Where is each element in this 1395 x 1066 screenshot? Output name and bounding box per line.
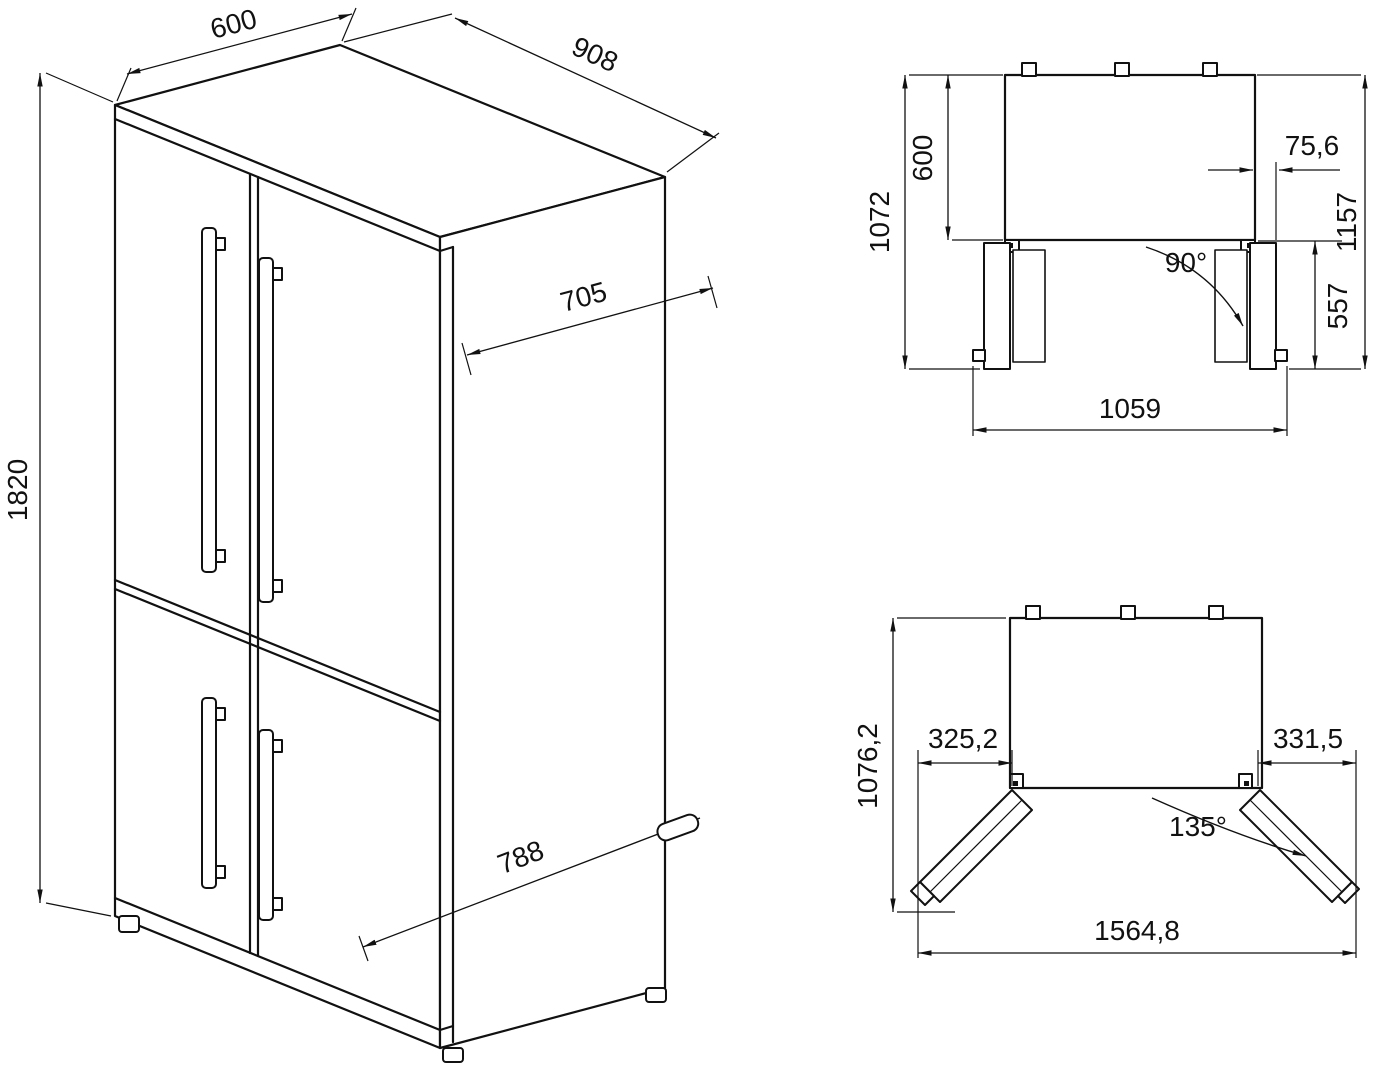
handle-bar [258, 729, 274, 921]
dim-top-depth-label: 600 [207, 3, 260, 45]
door-angle-135-label: 135° [1169, 811, 1227, 842]
extension-line [341, 7, 357, 42]
door-foot [910, 881, 935, 906]
dim-600-label: 600 [907, 135, 938, 182]
extension-line [666, 132, 720, 173]
wall-spacer [1208, 605, 1224, 620]
dim-331-5-label: 331,5 [1273, 723, 1343, 754]
door-swing-arc-135 [1151, 797, 1307, 857]
dim-height-label: 1820 [2, 459, 33, 521]
dimension-line [454, 17, 717, 139]
top-view-135: 135° 1076,2 325,2 331,5 1564,8 [852, 605, 1360, 958]
dim-door-protrusion: 75,6 [1208, 130, 1340, 240]
door-foot [1337, 881, 1360, 904]
door-slab [1249, 242, 1277, 370]
dim-557-label: 557 [1322, 283, 1353, 330]
dim-width-total: 1564,8 [918, 915, 1356, 956]
foot-back-right [645, 987, 667, 1003]
cabinet-outline [1008, 616, 1264, 790]
dim-width-doors-open: 1059 [972, 366, 1288, 436]
dim-door-swing-depth: 557 [1258, 240, 1353, 369]
door-left-open-90 [972, 242, 1046, 370]
wall-spacer [1025, 605, 1041, 620]
foot-front-right [442, 1047, 464, 1063]
door-inner-panel [1214, 249, 1248, 363]
handle-top-right [258, 257, 283, 603]
roller-body [656, 813, 700, 842]
top-view-90: 90° 1072 600 75,6 1157 [864, 62, 1368, 436]
freezer-split-2 [113, 587, 442, 723]
handle-bar [201, 227, 217, 573]
door-right-open-135 [1239, 789, 1360, 904]
door-edge-top [438, 245, 455, 253]
extension-line [358, 935, 369, 962]
handle-bar [201, 697, 217, 889]
handle-bottom-left [201, 697, 226, 889]
dim-depth-total-left: 1072 [864, 74, 1003, 370]
door-panel-line [929, 799, 1023, 893]
fridge-side-face [438, 175, 667, 1050]
extension-line [45, 902, 112, 917]
rear-roller [656, 813, 700, 842]
dimension-line [362, 817, 701, 948]
cabinet-outline [1003, 73, 1257, 242]
door-slab [983, 242, 1011, 370]
door-top-rim [113, 117, 442, 253]
door-swing-arc-90 [1145, 246, 1244, 327]
door-bottom-kick [113, 896, 442, 1032]
dim-height: 1820 [2, 72, 114, 917]
extension-line [343, 13, 453, 43]
extension-line [461, 342, 472, 376]
dim-bottom-width: 788 [358, 817, 701, 962]
dim-top-width-label: 908 [567, 31, 622, 79]
freezer-split-1 [113, 578, 442, 714]
hinge-pin-right [1244, 781, 1249, 786]
door-foot [972, 349, 986, 362]
door-inner-panel [1012, 249, 1046, 363]
dim-325-2-label: 325,2 [928, 723, 998, 754]
door-angle-90-label: 90° [1165, 247, 1207, 278]
handle-top-left [201, 227, 226, 573]
dim-75-6-label: 75,6 [1285, 130, 1340, 161]
door-left-open-135 [910, 789, 1033, 906]
foot-front-left [118, 915, 140, 933]
dim-depth-total: 1076,2 [852, 617, 1006, 913]
dim-1059-label: 1059 [1099, 393, 1161, 424]
wall-spacer [1114, 62, 1130, 77]
dim-right-clearance: 331,5 [1257, 723, 1357, 958]
extension-line [707, 275, 718, 309]
door-edge-bottom [438, 1024, 455, 1032]
dim-1072-label: 1072 [864, 191, 895, 253]
dimension-line [466, 287, 714, 356]
handle-bar [258, 257, 274, 603]
door-foot [1274, 349, 1288, 362]
wall-spacer [1120, 605, 1136, 620]
dim-1157-label: 1157 [1331, 192, 1362, 252]
dim-cabinet-depth: 600 [907, 75, 1003, 241]
dim-1076-2-label: 1076,2 [852, 723, 883, 809]
dim-1564-8-label: 1564,8 [1094, 915, 1180, 946]
hinge-pin-left [1013, 781, 1018, 786]
dimension-line [126, 13, 353, 75]
isometric-view: 1820 600 908 705 788 [2, 3, 720, 1063]
extension-line [45, 72, 114, 103]
dim-depth-total-right: 1157 [1257, 74, 1368, 370]
wall-spacer [1021, 62, 1037, 77]
wall-spacer [1202, 62, 1218, 77]
door-panel-line [1249, 799, 1343, 893]
door-right-open-90 [1214, 242, 1288, 370]
dim-left-clearance: 325,2 [917, 723, 1013, 958]
handle-bottom-right [258, 729, 283, 921]
